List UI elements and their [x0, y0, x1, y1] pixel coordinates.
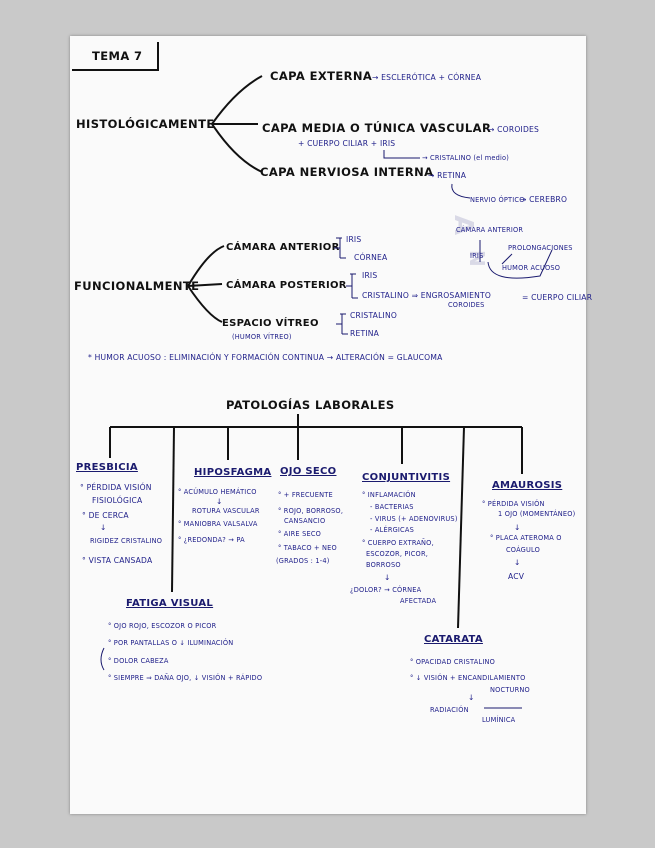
- camara-posterior: CÁMARA POSTERIOR: [226, 278, 347, 291]
- capa-externa: CAPA EXTERNA: [270, 69, 372, 83]
- amaurosis-item: ° PLACA ATEROMA O: [490, 534, 562, 542]
- hiposfagma-title: HIPOSFAGMA: [194, 467, 271, 478]
- conjuntivitis-item: ° INFLAMACIÓN: [362, 490, 416, 499]
- amaurosis-item: ACV: [508, 572, 525, 581]
- capa-media-detail: → COROIDES: [488, 125, 539, 134]
- conjuntivitis-item: - ALÉRGICAS: [370, 525, 414, 534]
- catarata-item: ↓: [468, 693, 475, 702]
- conjuntivitis-item: - BACTERIAS: [370, 503, 414, 511]
- amaurosis-group: AMAUROSIS ° PÉRDIDA VISIÓN 1 OJO (MOMENT…: [482, 480, 575, 581]
- amaurosis-item: ° PÉRDIDA VISIÓN: [482, 499, 545, 508]
- side-humor: HUMOR ACUOSO: [502, 264, 560, 272]
- amaurosis-title: AMAUROSIS: [492, 480, 562, 491]
- amaurosis-item: COÁGULO: [506, 545, 540, 554]
- amaurosis-item: ↓: [514, 523, 521, 532]
- catarata-title: CATARATA: [424, 634, 483, 645]
- conjuntivitis-item: - VIRUS (+ ADENOVIRUS): [370, 515, 458, 523]
- ojo-seco-item: CANSANCIO: [284, 517, 325, 525]
- catarata-item: ° ↓ VISIÓN + ENCANDILAMIENTO: [410, 673, 526, 682]
- conjuntivitis-item: ° CUERPO EXTRAÑO,: [362, 538, 434, 547]
- hiposfagma-item: ROTURA VASCULAR: [192, 507, 260, 515]
- presbicia-group: PRESBICIA ° PÉRDIDA VISIÓN FISIOLÓGICA °…: [76, 462, 162, 565]
- catarata-group: CATARATA ° OPACIDAD CRISTALINO ° ↓ VISIÓ…: [410, 634, 530, 724]
- funcionalmente-label: FUNCIONALMENTE: [74, 279, 199, 293]
- fatiga-visual-group: FATIGA VISUAL ° OJO ROJO, ESCOZOR O PICO…: [100, 598, 262, 682]
- presbicia-title: PRESBICIA: [76, 462, 138, 473]
- hiposfagma-group: HIPOSFAGMA ° ACÚMULO HEMÁTICO ↓ ROTURA V…: [178, 467, 271, 544]
- nervio-optico: NERVIO ÓPTICO: [470, 195, 525, 204]
- funcionalmente-section: FUNCIONALMENTE CÁMARA ANTERIOR IRIS CÓRN…: [74, 235, 593, 341]
- conjuntivitis-group: CONJUNTIVITIS ° INFLAMACIÓN - BACTERIAS …: [350, 472, 458, 605]
- histologicamente-section: HISTOLÓGICAMENTE CAPA EXTERNA → ESCLERÓT…: [76, 69, 567, 204]
- anterior-item-2: CÓRNEA: [354, 253, 388, 262]
- ojo-seco-item: (GRADOS : 1-4): [276, 557, 330, 565]
- presbicia-item: RIGIDEZ CRISTALINO: [90, 537, 162, 545]
- hiposfagma-item: ° MANIOBRA VALSALVA: [178, 520, 258, 528]
- svg-text:N: N: [465, 250, 489, 267]
- capa-media-sub: + CUERPO CILIAR + IRIS: [298, 139, 395, 148]
- fatiga-visual-item: ° DOLOR CABEZA: [108, 657, 169, 665]
- posterior-item-1: IRIS: [362, 271, 377, 280]
- posterior-item-2: CRISTALINO ⇒ ENGROSAMIENTO: [362, 291, 491, 300]
- side-iris: IRIS: [470, 252, 483, 260]
- fatiga-visual-item: ° POR PANTALLAS O ↓ ILUMINACIÓN: [108, 638, 233, 647]
- presbicia-item: ° PÉRDIDA VISIÓN: [80, 483, 152, 492]
- conjuntivitis-item: ¿DOLOR? → CÓRNEA: [350, 585, 422, 594]
- fatiga-visual-title: FATIGA VISUAL: [126, 598, 213, 609]
- ojo-seco-item: ° AIRE SECO: [278, 530, 321, 538]
- fatiga-visual-item: ° OJO ROJO, ESCOZOR O PICOR: [108, 622, 217, 630]
- capa-media: CAPA MEDIA O TÚNICA VASCULAR: [262, 120, 491, 135]
- tema-label: TEMA 7: [92, 49, 142, 63]
- anterior-item-1: IRIS: [346, 235, 361, 244]
- conjuntivitis-title: CONJUNTIVITIS: [362, 472, 450, 483]
- hiposfagma-item: ↓: [216, 497, 223, 506]
- catarata-item: RADIACIÓN: [430, 705, 469, 714]
- fatiga-visual-item: ° SIEMPRE ⇒ DAÑA OJO, ↓ VISIÓN + RÁPIDO: [108, 673, 262, 682]
- conjuntivitis-item: AFECTADA: [400, 597, 436, 605]
- camara-anterior: CÁMARA ANTERIOR: [226, 240, 340, 253]
- ojo-seco-item: ° + FRECUENTE: [278, 491, 333, 499]
- presbicia-item: ↓: [100, 523, 107, 532]
- presbicia-item: FISIOLÓGICA: [92, 496, 143, 505]
- humor-acuoso-note: * HUMOR ACUOSO : ELIMINACIÓN Y FORMACIÓN…: [88, 353, 443, 362]
- ojo-seco-item: ° TABACO + NEO: [278, 544, 337, 552]
- humor-vitreo: (HUMOR VÍTREO): [232, 332, 292, 341]
- side-prolongaciones: PROLONGACIONES: [508, 244, 573, 252]
- catarata-item: LUMÍNICA: [482, 715, 516, 724]
- histologicamente-label: HISTOLÓGICAMENTE: [76, 116, 215, 131]
- side-diagram: CÁMARA ANTERIOR IRIS PROLONGACIONES HUMO…: [456, 225, 573, 279]
- amaurosis-item: ↓: [514, 558, 521, 567]
- amaurosis-item: 1 OJO (MOMENTÁNEO): [498, 509, 575, 518]
- presbicia-item: ° DE CERCA: [82, 511, 129, 520]
- cerebro: → CEREBRO: [520, 195, 567, 204]
- presbicia-item: ° VISTA CANSADA: [82, 556, 153, 565]
- ojo-seco-title: OJO SECO: [280, 466, 336, 477]
- side-camara: CÁMARA ANTERIOR: [456, 225, 523, 234]
- espacio-vitreo: ESPACIO VÍTREO: [222, 316, 319, 329]
- hiposfagma-item: ° ACÚMULO HEMÁTICO: [178, 487, 257, 496]
- notebook-page: [70, 36, 586, 814]
- cuerpo-ciliar: = CUERPO CILIAR: [522, 293, 593, 302]
- vitreo-item-1: CRISTALINO: [350, 311, 397, 320]
- conjuntivitis-item: BORROSO: [366, 561, 401, 569]
- conjuntivitis-item: ↓: [384, 573, 391, 582]
- coroides-label: COROIDES: [448, 301, 485, 309]
- catarata-item: ° OPACIDAD CRISTALINO: [410, 658, 495, 666]
- capa-nerviosa-detail: → RETINA: [428, 171, 467, 180]
- patologias-title: PATOLOGÍAS LABORALES: [226, 397, 395, 412]
- catarata-item: NOCTURNO: [490, 686, 530, 694]
- hiposfagma-item: ° ¿REDONDA? → PA: [178, 536, 245, 544]
- tema-box: TEMA 7: [72, 42, 159, 71]
- ojo-seco-item: ° ROJO, BORROSO,: [278, 507, 343, 515]
- capa-media-cristalino: → CRISTALINO (el medio): [422, 154, 509, 162]
- svg-text:A: A: [448, 215, 478, 235]
- vitreo-item-2: RETINA: [350, 329, 380, 338]
- ojo-seco-group: OJO SECO ° + FRECUENTE ° ROJO, BORROSO, …: [276, 466, 343, 565]
- conjuntivitis-item: ESCOZOR, PICOR,: [366, 550, 428, 558]
- capa-nerviosa: CAPA NERVIOSA INTERNA: [260, 165, 433, 179]
- capa-externa-detail: → ESCLERÓTICA + CÓRNEA: [372, 73, 482, 82]
- patologias-tree: PATOLOGÍAS LABORALES: [109, 397, 523, 629]
- bleed-through-marks: A N: [448, 215, 489, 267]
